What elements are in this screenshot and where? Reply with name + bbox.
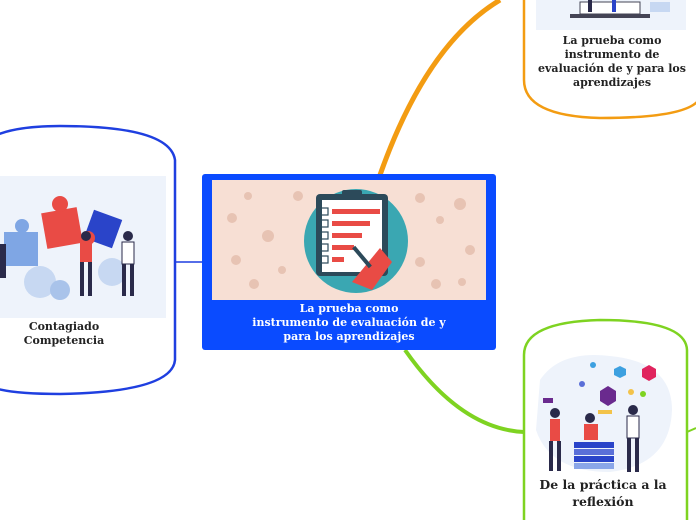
bottom-right-label-line-1: De la práctica a la xyxy=(539,477,667,492)
central-label-line-3: para los aprendizajes xyxy=(283,330,415,343)
laptop-team-illustration xyxy=(536,0,686,30)
top-right-label-line-2: evaluación de y para los xyxy=(538,62,686,75)
bottom-right-node[interactable] xyxy=(522,318,689,520)
left-label-line-1: Contagiado xyxy=(28,320,100,333)
left-node-label: Contagiado Competencia xyxy=(4,320,124,348)
top-right-label-line-3: aprendizajes xyxy=(572,76,652,89)
central-node[interactable] xyxy=(202,174,496,350)
checklist-illustration xyxy=(212,180,486,300)
central-label-line-1: La prueba como xyxy=(299,302,399,315)
top-right-node[interactable] xyxy=(522,0,696,120)
puzzle-team-illustration xyxy=(0,176,166,318)
link-bottom-right-out xyxy=(686,427,696,433)
left-node[interactable] xyxy=(0,124,177,396)
link-central-bottom-right xyxy=(403,348,525,434)
central-label-line-2: instrumento de evaluación de y xyxy=(252,316,446,329)
central-node-label: La prueba como instrumento de evaluación… xyxy=(240,302,458,344)
reflection-team-illustration xyxy=(536,355,672,472)
top-right-label-line-1: La prueba como instrumento de xyxy=(562,34,662,61)
bottom-right-label-line-2: reflexión xyxy=(572,494,634,509)
link-central-top-right xyxy=(377,0,502,176)
bottom-right-node-label: De la práctica a la reflexión xyxy=(528,476,678,510)
top-right-node-label: La prueba como instrumento de evaluación… xyxy=(528,34,696,90)
left-label-line-2: Competencia xyxy=(23,334,105,347)
